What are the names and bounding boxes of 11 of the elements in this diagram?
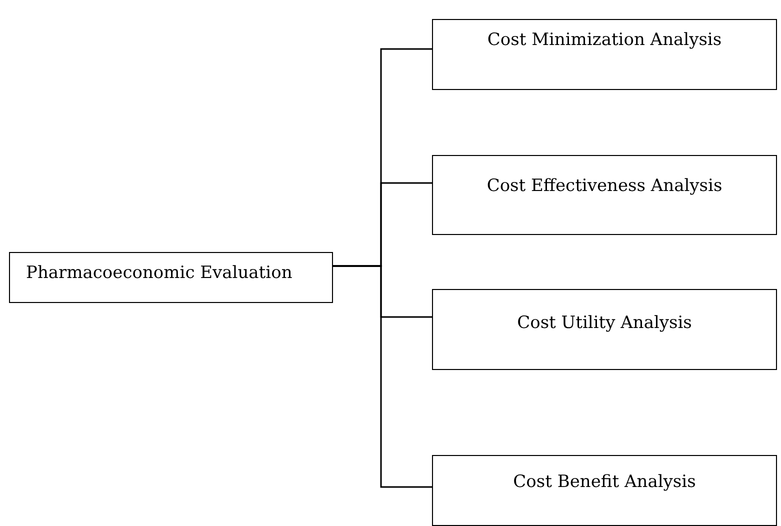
process-box: [432, 455, 777, 526]
process-box: [432, 155, 777, 235]
connector-line: [333, 265, 432, 488]
box-label: Pharmacoeconomic Evaluation: [26, 263, 294, 283]
box-label: Cost Effectiveness Analysis: [486, 176, 724, 196]
process-box: [432, 19, 777, 90]
process-box: [9, 252, 333, 303]
box-label: Cost Utility Analysis: [516, 313, 693, 333]
process-box: [432, 289, 777, 370]
box-label: Cost Benefit Analysis: [512, 472, 697, 492]
box-label: Cost Minimization Analysis: [486, 30, 723, 50]
